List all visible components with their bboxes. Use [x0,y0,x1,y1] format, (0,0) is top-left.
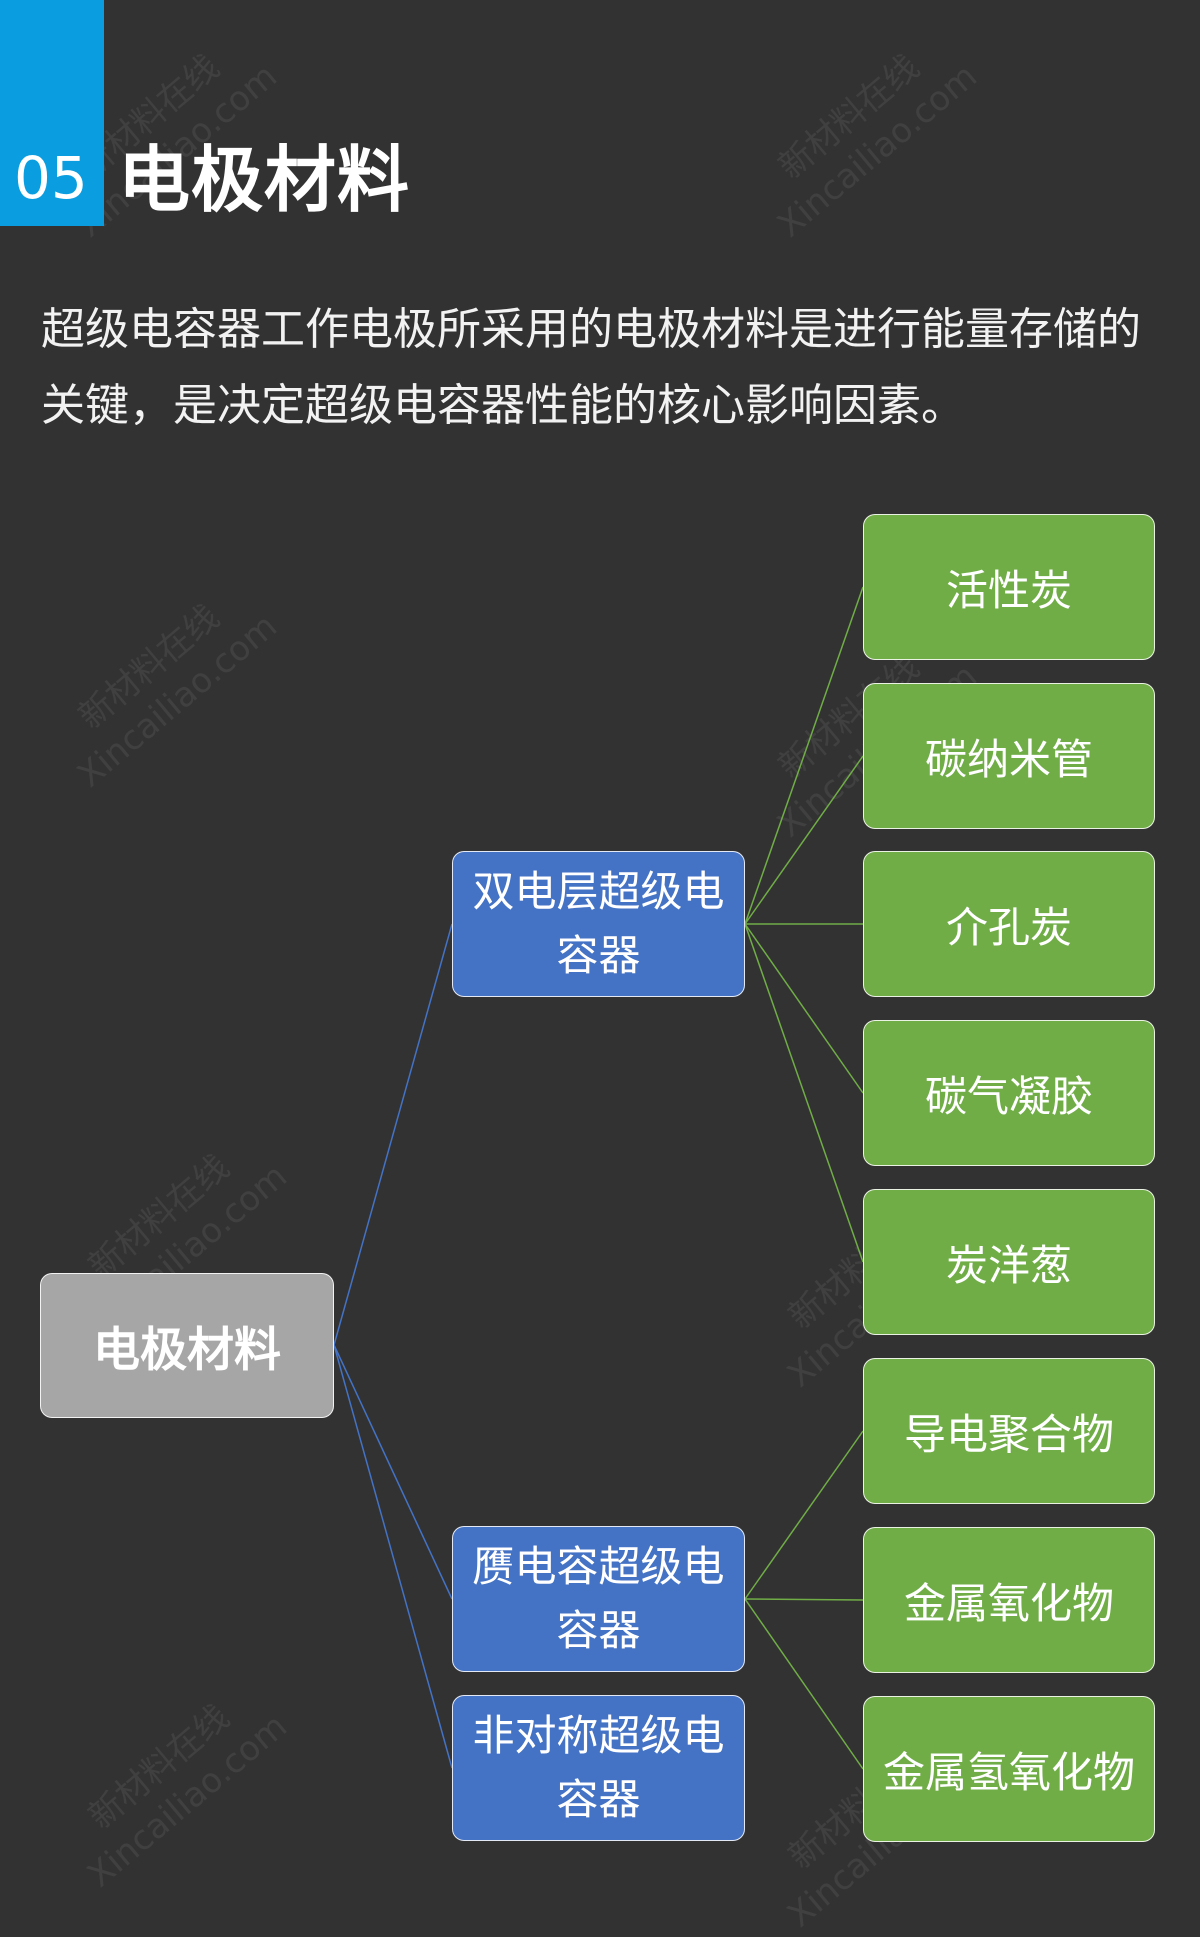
leaf-node: 活性炭 [863,514,1155,660]
connector-leaf [744,755,864,925]
section-number-badge: 05 [0,0,104,226]
leaf-node: 碳气凝胶 [863,1020,1155,1166]
connector-leaf [744,1598,864,1601]
connector-root-branch-2 [333,1344,453,1600]
leaf-node: 介孔炭 [863,851,1155,997]
leaf-node: 金属氧化物 [863,1527,1155,1673]
connector-leaf [744,923,864,1094]
connector-leaf [744,923,864,1263]
branch-node-asymmetric: 非对称超级电容器 [452,1695,745,1841]
leaf-node: 碳纳米管 [863,683,1155,829]
root-node: 电极材料 [40,1273,334,1418]
connector-leaf [744,586,864,925]
branch-node-edlc: 双电层超级电容器 [452,851,745,997]
leaf-node: 导电聚合物 [863,1358,1155,1504]
section-number: 05 [14,144,88,212]
leaf-node: 炭洋葱 [863,1189,1155,1335]
leaf-node: 金属氢氧化物 [863,1696,1155,1842]
branch-node-pseudocapacitor: 赝电容超级电容器 [452,1526,745,1672]
connector-root-branch-1 [333,923,453,1346]
intro-paragraph: 超级电容器工作电极所采用的电极材料是进行能量存储的关键，是决定超级电容器性能的核… [41,304,1141,431]
page-title: 电极材料 [118,138,411,222]
connector-leaf [744,1430,864,1600]
connector-root-branch-3 [333,1344,453,1769]
connector-leaf [744,1598,864,1770]
